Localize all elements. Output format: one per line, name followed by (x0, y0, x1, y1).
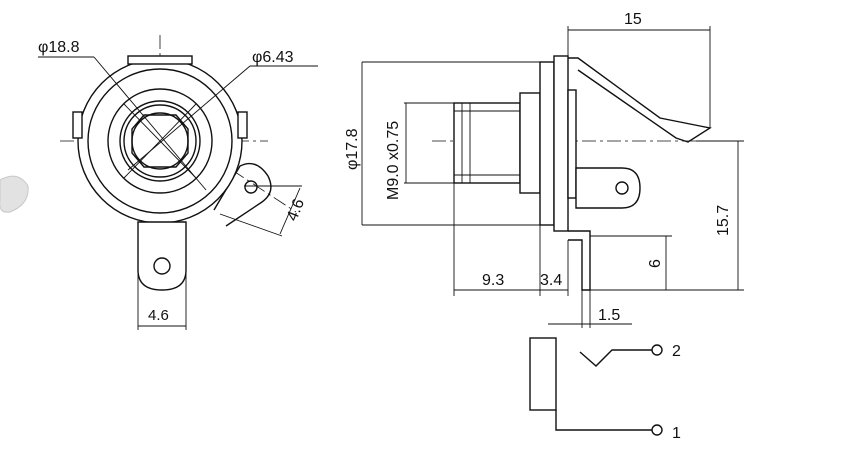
flange-thickness-label: 3.4 (540, 272, 562, 289)
edge-artifact (0, 175, 29, 213)
inner-diameter-label: φ6.43 (252, 49, 294, 66)
side-view: 15 φ17.8 M9.0 x0.75 9.3 3.4 15.7 6 1.5 (344, 11, 744, 328)
terminal-height-label: 15.7 (715, 205, 732, 236)
body-diameter-label: φ17.8 (344, 128, 361, 170)
thread-spec-label: M9.0 x0.75 (385, 121, 402, 200)
bottom-lug-width-label: 4.6 (148, 307, 169, 324)
terminal-thickness-label: 1.5 (598, 307, 620, 324)
overall-length-label: 15 (624, 11, 642, 28)
schematic: 2 1 (529, 337, 681, 442)
pin-1-label: 1 (672, 425, 681, 442)
outer-diameter-label: φ18.8 (38, 39, 80, 56)
front-view: 4.6 φ18.8 φ6.43 4.6 (38, 35, 318, 330)
lower-terminal-height-label: 6 (647, 259, 664, 268)
lug-offset-label: 4.6 (284, 196, 308, 223)
pin-2-label: 2 (672, 343, 681, 360)
thread-length-label: 9.3 (482, 272, 504, 289)
